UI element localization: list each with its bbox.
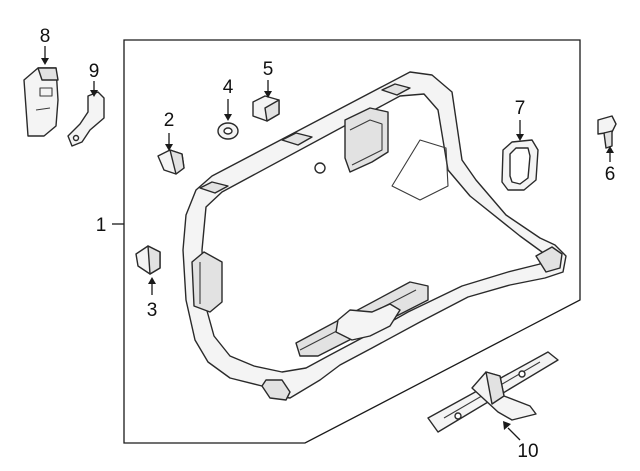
leader-10 <box>507 427 521 441</box>
callout-2: 2 <box>164 110 175 131</box>
grommet-part-7 <box>501 139 539 191</box>
clip-nut-part-5 <box>252 95 280 122</box>
trunk-lid-trim-panel <box>182 71 567 401</box>
clip-part-2 <box>157 149 185 175</box>
callout-4: 4 <box>223 77 234 98</box>
bracket-part-9 <box>67 91 105 147</box>
nut-part-4 <box>217 122 239 140</box>
callout-7: 7 <box>515 98 526 119</box>
callout-1: 1 <box>96 215 107 236</box>
callout-5: 5 <box>263 59 274 80</box>
bracket-part-8 <box>23 67 59 137</box>
callout-9: 9 <box>89 61 100 82</box>
striker-plate-part-10 <box>427 351 559 433</box>
callout-6: 6 <box>605 164 616 185</box>
callout-8: 8 <box>40 26 51 47</box>
callout-10: 10 <box>517 441 538 462</box>
callout-3: 3 <box>147 300 158 321</box>
clip-part-3 <box>135 245 161 275</box>
assembly-frame <box>123 39 581 444</box>
bolt-part-6 <box>597 115 617 149</box>
